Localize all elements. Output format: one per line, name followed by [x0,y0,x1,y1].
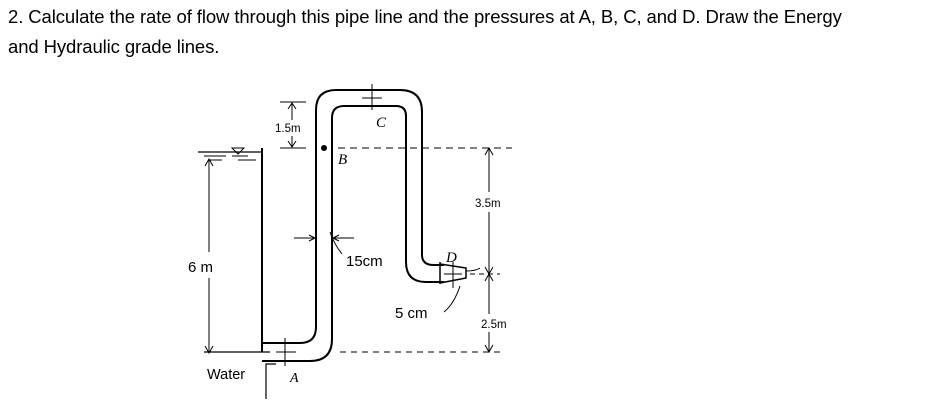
point-a-label: A [289,371,299,386]
pipe-inner-wall [262,105,444,362]
question-line-1: 2. Calculate the rate of flow through th… [8,6,842,27]
point-b-marker [321,145,327,151]
dim-3-5m-label: 3.5m [475,198,501,210]
nozzle-diameter-label: 5 cm [395,305,428,322]
reservoir [198,147,270,353]
section-marks [276,84,462,366]
dim-2-5m-label: 2.5m [481,319,507,331]
pipe-diameter-indicator [294,231,354,255]
water-level-icon [230,147,246,155]
question-text: 2. Calculate the rate of flow through th… [8,2,938,62]
question-line-2: and Hydraulic grade lines. [8,36,220,57]
dimension-1-5m [280,101,306,149]
point-d-label: D [445,250,457,266]
nozzle-diameter-leader [443,285,461,313]
dim-6m-label: 6 m [188,259,213,276]
reference-lines [338,147,512,353]
pipe-diameter-label: 15cm [346,253,383,270]
water-label-bracket [265,363,276,399]
dimension-3-5m-2-5m [484,146,494,354]
dimension-6m [204,157,214,355]
point-c-label: C [376,115,387,131]
pipe-outer-wall [262,89,444,344]
dim-1-5m-label: 1.5m [275,123,301,135]
water-label: Water [207,367,245,383]
pipe [262,89,444,362]
point-b-label: B [338,152,347,168]
